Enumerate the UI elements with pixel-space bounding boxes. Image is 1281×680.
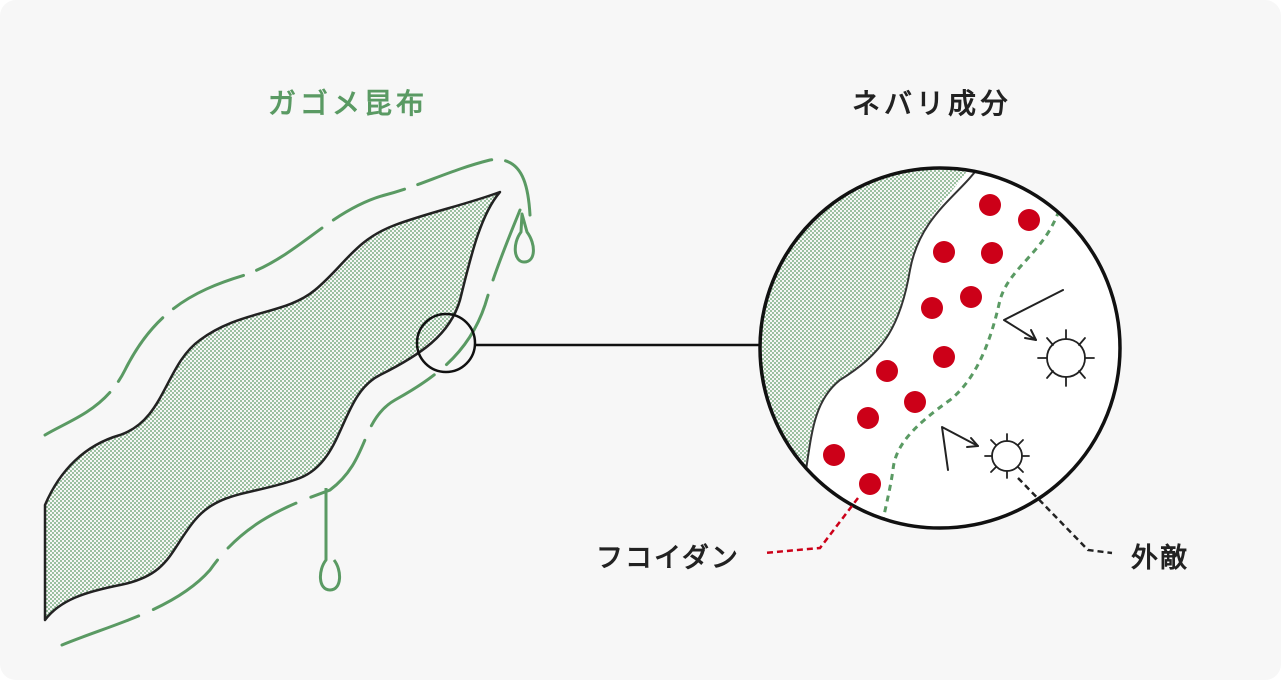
mucus-title: ネバリ成分 (852, 87, 1013, 120)
external-enemy-label: 外敵 (1131, 543, 1189, 574)
fucoidan-dot (823, 444, 845, 466)
kelp-leaf (43, 158, 760, 647)
kelp-drip-bottom (319, 488, 341, 592)
enemy-leader-line (1017, 477, 1113, 555)
fucoidan-leader-line (763, 497, 859, 555)
fucoidan-dot (857, 407, 879, 429)
magnifier-circle (415, 312, 477, 374)
virus-icon (984, 433, 1030, 479)
kelp-leaf-body (43, 190, 502, 622)
arrow-icon (1003, 289, 1064, 341)
mucus-boundary (880, 199, 1064, 526)
fucoidan-dot (933, 346, 955, 368)
magnified-lens (758, 166, 1122, 530)
fucoidan-dot (981, 242, 1003, 264)
arrow-icon (941, 426, 979, 471)
fucoidan-dot (979, 194, 1001, 216)
fucoidan-dot (933, 241, 955, 263)
fucoidan-dot (921, 297, 943, 319)
fucoidan-dot (876, 360, 898, 382)
fucoidan-dot (960, 286, 982, 308)
fucoidan-particles (823, 194, 1040, 495)
fucoidan-dot (1018, 209, 1040, 231)
virus-icon (1037, 329, 1095, 387)
kelp-outer-contour-top (43, 158, 532, 437)
fucoidan-dot (859, 473, 881, 495)
fucoidan-label: フコイダン (596, 543, 740, 574)
kelp-drop-right (513, 212, 535, 264)
lens-outline (758, 166, 1122, 530)
fucoidan-dot (904, 391, 926, 413)
kelp-outer-contour-bottom (60, 208, 522, 647)
kelp-title: ガゴメ昆布 (268, 87, 429, 120)
lens-kelp-edge (805, 168, 981, 471)
